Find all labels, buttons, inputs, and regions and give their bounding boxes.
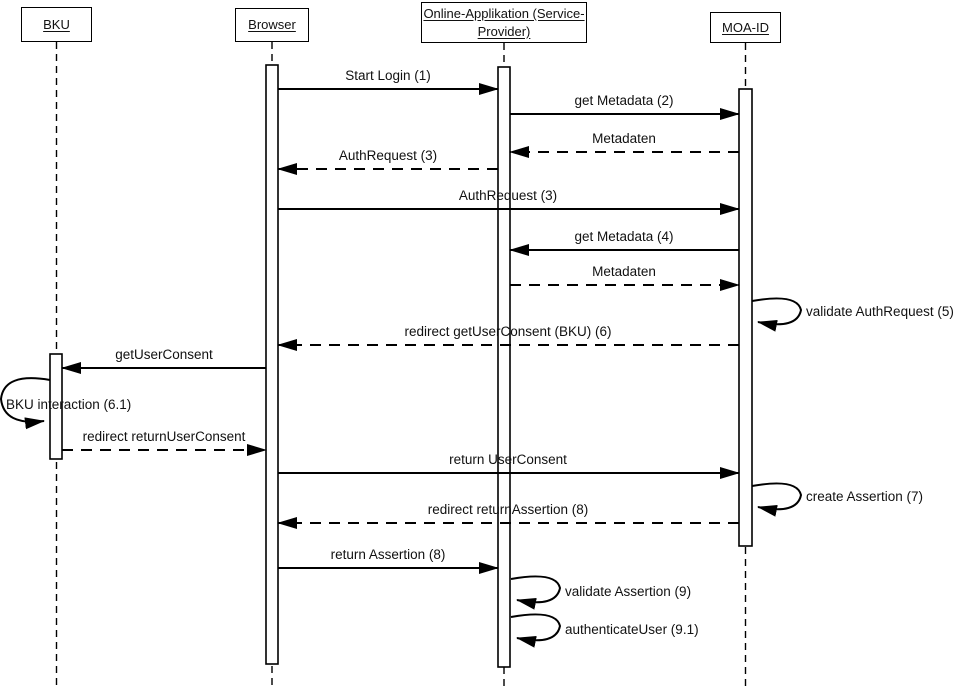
self-loop-create-assertion bbox=[751, 482, 803, 517]
actor-box-service-provider: Online-Applikation (Service- Provider) bbox=[421, 2, 587, 43]
actor-label-moa-id: MOA-ID bbox=[722, 19, 769, 35]
message-label-return-assertion: return Assertion (8) bbox=[330, 547, 446, 562]
activation-bar-bku bbox=[49, 353, 63, 460]
actor-box-bku: BKU bbox=[21, 7, 92, 42]
self-message-label-authenticateuser: authenticateUser (9.1) bbox=[565, 622, 699, 637]
self-message-label-bku-interaction: BKU interaction (6.1) bbox=[6, 397, 132, 412]
message-label-authrequest-reply: AuthRequest (3) bbox=[338, 148, 438, 163]
message-label-get-metadata-2: get Metadata (2) bbox=[574, 93, 674, 108]
message-label-start-login: Start Login (1) bbox=[345, 68, 431, 83]
activation-bar-browser bbox=[265, 64, 279, 665]
self-loop-bku-interaction bbox=[0, 377, 51, 430]
message-label-authrequest-forward: AuthRequest (3) bbox=[458, 188, 558, 203]
actor-label-browser: Browser bbox=[248, 17, 296, 33]
actor-label-service-provider-line2: Provider) bbox=[477, 23, 531, 39]
actor-label-bku: BKU bbox=[43, 16, 70, 32]
message-label-metadaten-2: Metadaten bbox=[592, 264, 656, 279]
message-label-redirect-getuserconsent: redirect getUserConsent (BKU) (6) bbox=[404, 324, 612, 339]
message-label-get-metadata-4: get Metadata (4) bbox=[574, 229, 674, 244]
self-message-label-validate-assertion: validate Assertion (9) bbox=[565, 584, 692, 599]
actor-label-service-provider-line1: Online-Applikation (Service- bbox=[423, 5, 585, 21]
message-label-getuserconsent: getUserConsent bbox=[115, 347, 213, 362]
self-loop-authenticateuser bbox=[510, 613, 562, 648]
message-label-metadaten-1: Metadaten bbox=[592, 131, 656, 146]
actor-box-browser: Browser bbox=[235, 8, 309, 42]
message-label-redirect-returnuserconsent: redirect returnUserConsent bbox=[82, 429, 246, 444]
message-label-redirect-returnassertion: redirect returnAssertion (8) bbox=[427, 502, 589, 517]
activation-bar-moa-id bbox=[738, 88, 753, 547]
self-message-label-create-assertion: create Assertion (7) bbox=[806, 489, 924, 504]
message-label-return-userconsent: return UserConsent bbox=[449, 452, 567, 467]
self-loop-validate-authrequest bbox=[751, 297, 803, 332]
activation-bar-service-provider bbox=[497, 66, 511, 668]
self-message-label-validate-authrequest: validate AuthRequest (5) bbox=[806, 304, 954, 319]
actor-box-moa-id: MOA-ID bbox=[710, 12, 781, 43]
self-loop-validate-assertion bbox=[510, 575, 562, 610]
